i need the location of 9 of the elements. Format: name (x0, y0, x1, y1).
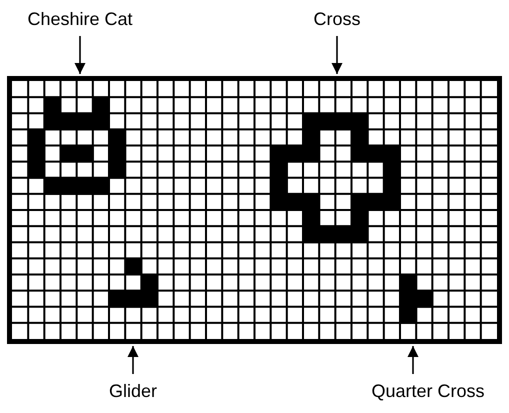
leader-arrow (127, 346, 139, 374)
leader-arrow (407, 346, 419, 374)
pattern-label: Cross (297, 8, 377, 30)
pattern-label: Cheshire Cat (20, 8, 140, 30)
leader-arrow (74, 36, 86, 74)
leader-arrow (331, 36, 343, 74)
cell-grid (7, 76, 502, 344)
pattern-label: Quarter Cross (350, 380, 506, 402)
pattern-label: Glider (93, 380, 173, 402)
